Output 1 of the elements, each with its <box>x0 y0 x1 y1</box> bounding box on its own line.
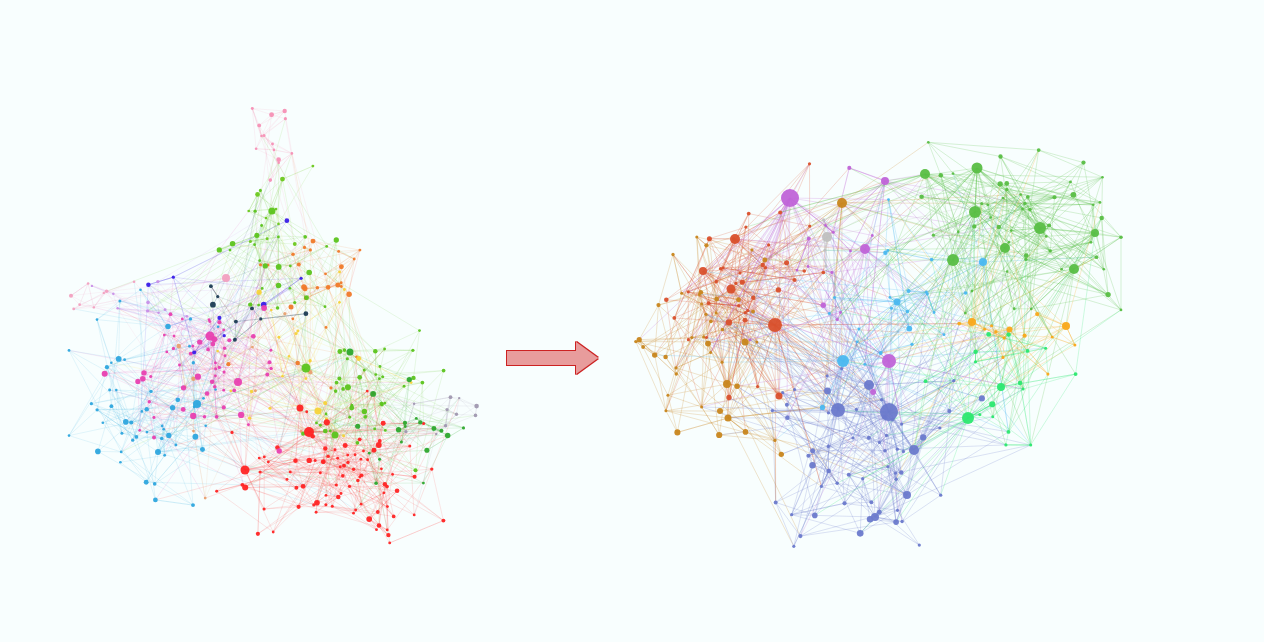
block-arrow <box>507 342 598 374</box>
